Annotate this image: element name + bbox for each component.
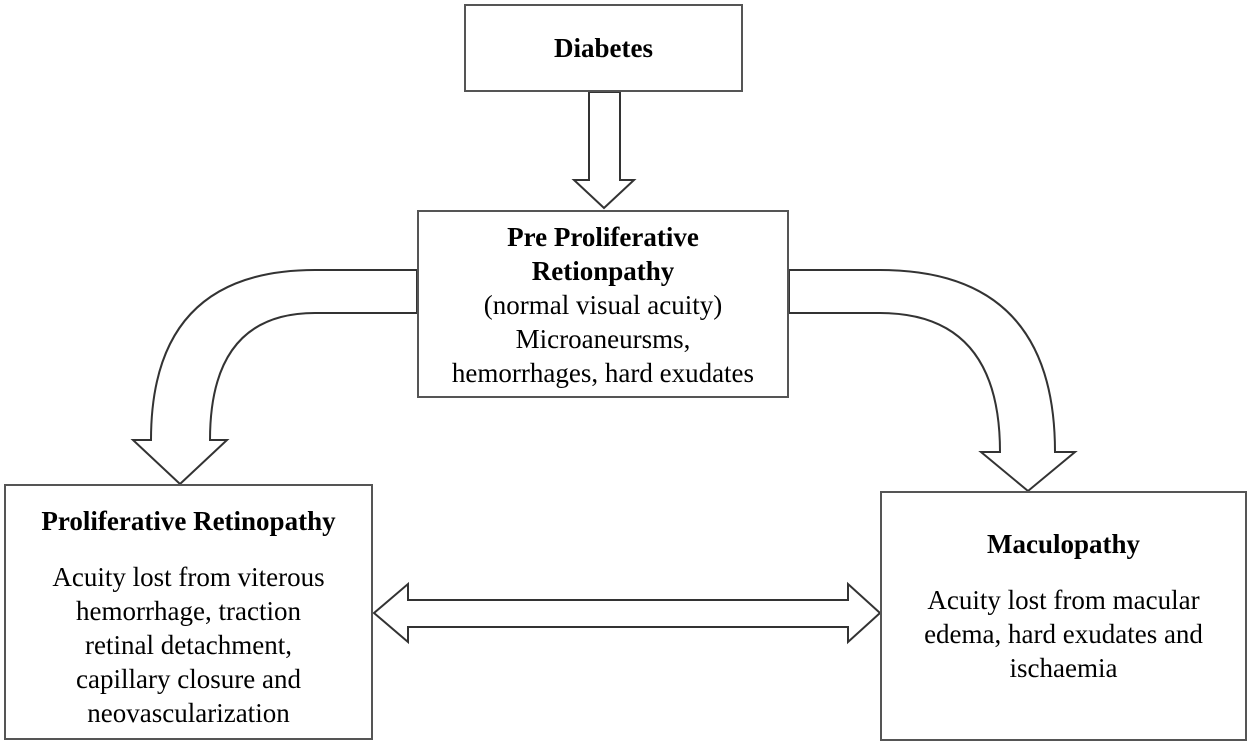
arrow-pre-to-proliferative bbox=[130, 269, 418, 486]
arrow-diabetes-to-pre bbox=[571, 91, 637, 210]
maculopathy-line: edema, hard exudates and bbox=[924, 619, 1203, 649]
pre-proliferative-line: hemorrhages, hard exudates bbox=[451, 358, 755, 388]
proliferative-line: Acuity lost from viterous bbox=[52, 562, 325, 592]
proliferative-title: Proliferative Retinopathy bbox=[41, 506, 336, 536]
maculopathy-line: ischaemia bbox=[1009, 653, 1118, 683]
proliferative-box: Proliferative Retinopathy Acuity lost fr… bbox=[4, 484, 373, 740]
pre-proliferative-line: Microaneursms, bbox=[515, 324, 691, 354]
proliferative-line: neovascularization bbox=[87, 698, 290, 728]
arrow-pre-to-maculopathy bbox=[788, 269, 1078, 493]
diabetes-box: Diabetes bbox=[464, 4, 743, 92]
pre-proliferative-title-line1: Pre Proliferative bbox=[507, 222, 699, 252]
proliferative-line: capillary closure and bbox=[76, 664, 301, 694]
proliferative-line: hemorrhage, traction bbox=[76, 596, 301, 626]
maculopathy-title: Maculopathy bbox=[986, 529, 1140, 559]
pre-proliferative-title-line2: Retionpathy bbox=[531, 256, 675, 286]
pre-proliferative-box: Pre Proliferative Retionpathy (normal vi… bbox=[417, 210, 789, 398]
maculopathy-line: Acuity lost from macular bbox=[927, 585, 1200, 615]
maculopathy-box: Maculopathy Acuity lost from macular ede… bbox=[880, 491, 1247, 741]
arrow-bidirectional bbox=[372, 581, 882, 645]
diabetes-title: Diabetes bbox=[554, 32, 653, 63]
pre-proliferative-line: (normal visual acuity) bbox=[483, 290, 723, 320]
proliferative-line: retinal detachment, bbox=[85, 630, 292, 660]
